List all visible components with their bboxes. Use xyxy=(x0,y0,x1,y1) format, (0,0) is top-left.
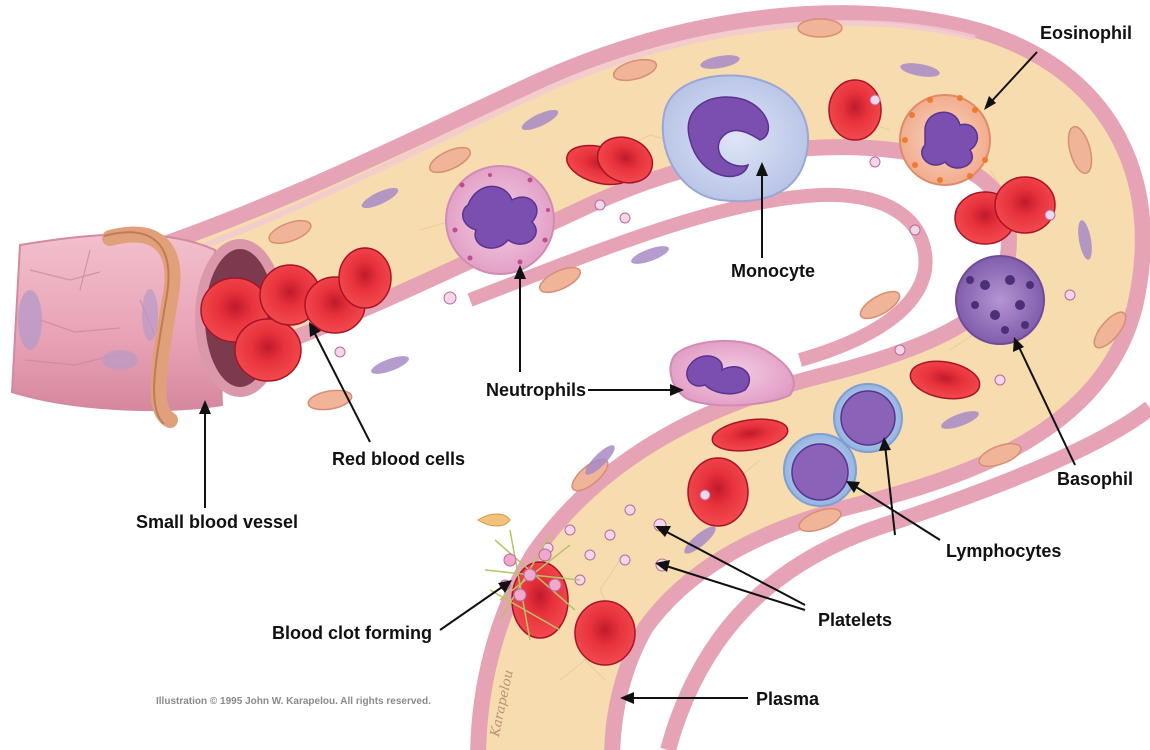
platelets xyxy=(334,94,1076,586)
label-plasma: Plasma xyxy=(756,689,820,709)
label-eosinophil: Eosinophil xyxy=(1040,23,1132,43)
label-neutrophils: Neutrophils xyxy=(486,380,587,400)
label-monocyte: Monocyte xyxy=(731,261,816,281)
red-blood-cells xyxy=(200,79,1056,666)
wall-cells xyxy=(268,18,1127,533)
vessel-tube-outer xyxy=(10,233,224,412)
label-small-blood-vessel: Small blood vessel xyxy=(136,512,299,532)
copyright-credit: Illustration © 1995 John W. Karapelou. A… xyxy=(156,696,431,707)
neutrophil-migrating xyxy=(669,340,795,407)
neutrophil-cell xyxy=(445,165,555,275)
label-basophil: Basophil xyxy=(1057,469,1134,489)
arrowheads xyxy=(199,96,1024,704)
vessel-inner-gap xyxy=(470,194,926,371)
lymphocyte-cells xyxy=(783,383,903,507)
wall-nuclei xyxy=(361,55,1092,554)
label-red-blood-cells: Red blood cells xyxy=(332,449,466,469)
plasma-droplet xyxy=(477,513,511,527)
eosinophil-cell xyxy=(899,94,991,186)
label-platelets: Platelets xyxy=(818,610,893,630)
basophil-cell xyxy=(955,255,1045,345)
label-blood-clot-forming: Blood clot forming xyxy=(272,623,432,643)
monocyte-cell xyxy=(661,74,809,203)
pointer-lines xyxy=(204,51,1076,699)
label-lymphocytes: Lymphocytes xyxy=(946,541,1062,561)
